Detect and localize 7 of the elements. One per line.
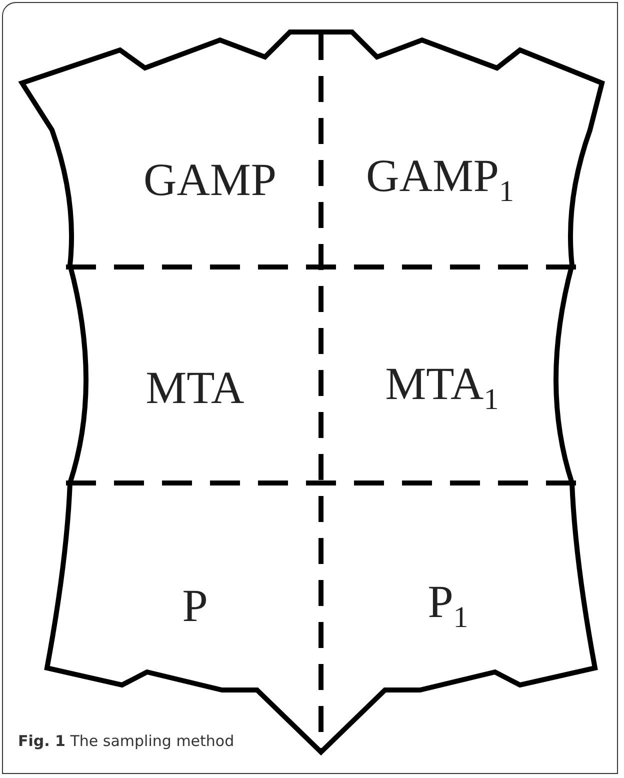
- figure-caption: Fig. 1 The sampling method: [18, 732, 234, 750]
- region-label: P$_{1}$: [428, 578, 468, 634]
- region-label: MTA: [146, 365, 244, 411]
- region-label: GAMP$_{1}$: [366, 152, 514, 208]
- region-label: GAMP: [144, 157, 276, 203]
- region-label: P: [182, 583, 208, 629]
- region-label: MTA$_{1}$: [385, 360, 499, 416]
